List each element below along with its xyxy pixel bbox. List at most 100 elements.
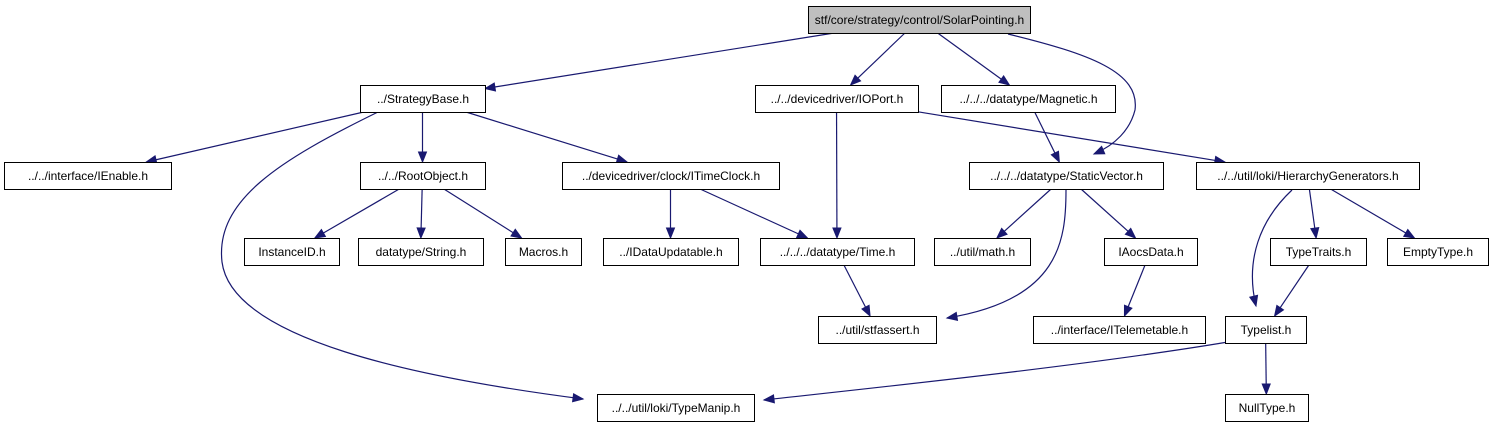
node-label: ../../util/loki/HierarchyGenerators.h (1217, 169, 1398, 183)
node-label: ../IDataUpdatable.h (619, 245, 722, 259)
edge-line (1080, 188, 1130, 233)
node-box (1104, 238, 1198, 266)
edge-line (937, 32, 1003, 81)
node-string[interactable]: datatype/String.h (358, 238, 484, 266)
node-label: Macros.h (519, 245, 568, 259)
edge-rootobject-to-instanceid (313, 188, 400, 239)
node-typetraits[interactable]: TypeTraits.h (1270, 238, 1367, 266)
node-itelemetable[interactable]: ../interface/ITelemetable.h (1033, 316, 1206, 344)
node-ienable[interactable]: ../../interface/IEnable.h (4, 162, 172, 190)
node-box (1387, 238, 1489, 266)
node-ioport[interactable]: ../../devicedriver/IOPort.h (755, 85, 919, 113)
node-label: TypeTraits.h (1286, 245, 1352, 259)
node-label: ../../../datatype/StaticVector.h (990, 169, 1143, 183)
edge-line (443, 188, 515, 234)
node-iaocsdata[interactable]: IAocsData.h (1104, 238, 1198, 266)
node-box (505, 238, 582, 266)
node-idataupdatable[interactable]: ../IDataUpdatable.h (603, 238, 739, 266)
edge-itimeclock-to-idataupdatable (665, 189, 676, 240)
arrowhead (1402, 228, 1416, 239)
edge-ioport-to-time (832, 111, 842, 240)
arrowhead (1123, 304, 1133, 318)
node-box (1225, 394, 1309, 422)
node-typemanip[interactable]: ../../util/loki/TypeManip.h (597, 394, 755, 422)
edge-staticvector-to-math (995, 188, 1052, 239)
arrowhead (849, 74, 862, 86)
edge-solarpointing-to-staticvector (1007, 33, 1136, 155)
node-itimeclock[interactable]: ../devicedriver/clock/ITimeClock.h (562, 162, 780, 190)
node-label: ../../RootObject.h (378, 169, 468, 183)
node-staticvector[interactable]: ../../../datatype/StaticVector.h (969, 162, 1164, 190)
arrowhead (1310, 226, 1320, 240)
node-solarpointing[interactable]: stf/core/strategy/control/SolarPointing.… (808, 6, 1031, 34)
node-nulltype[interactable]: NullType.h (1225, 394, 1309, 422)
node-box (597, 394, 755, 422)
node-typelist[interactable]: Typelist.h (1225, 316, 1307, 344)
edge-rootobject-to-macros (443, 188, 523, 239)
edge-strategybase-to-typemanip (220, 111, 585, 403)
arrowhead (1273, 304, 1285, 318)
node-label: ../../interface/IEnable.h (28, 169, 148, 183)
node-stfassert[interactable]: ../util/stfassert.h (818, 316, 937, 344)
edge-line (1127, 264, 1146, 308)
edge-iaocsdata-to-itelemetable (1123, 264, 1146, 318)
edge-solarpointing-to-magnetic (937, 32, 1011, 86)
edge-staticvector-to-stfassert (945, 189, 1067, 322)
node-box (4, 162, 172, 190)
node-math[interactable]: ../util/math.h (934, 238, 1031, 266)
arrowhead (762, 394, 775, 404)
node-box (760, 238, 915, 266)
node-rootobject[interactable]: ../../RootObject.h (360, 162, 486, 190)
node-box (358, 238, 484, 266)
node-magnetic[interactable]: ../../../datatype/Magnetic.h (941, 85, 1116, 113)
node-box (1033, 316, 1206, 344)
node-label: ../util/stfassert.h (835, 323, 919, 337)
arrowhead (510, 228, 523, 239)
edge-line (1251, 189, 1293, 307)
node-instanceid[interactable]: InstanceID.h (244, 238, 340, 266)
node-time[interactable]: ../../../datatype/Time.h (760, 238, 915, 266)
edge-line (420, 188, 423, 230)
node-strategybase[interactable]: ../StrategyBase.h (360, 85, 486, 113)
edge-hierarchy-to-typetraits (1308, 188, 1320, 240)
edge-line (1330, 188, 1407, 234)
node-macros[interactable]: Macros.h (505, 238, 582, 266)
node-label: ../../util/loki/TypeManip.h (612, 401, 741, 415)
edge-hierarchy-to-emptytype (1330, 188, 1416, 239)
edge-itimeclock-to-time (699, 188, 809, 239)
edge-line (1003, 188, 1052, 233)
node-box (360, 85, 486, 113)
edge-strategybase-to-ienable (144, 111, 364, 165)
node-label: stf/core/strategy/control/SolarPointing.… (815, 13, 1024, 27)
arrowhead (1261, 383, 1271, 396)
edge-line (1034, 111, 1056, 155)
edge-typelist-to-nulltype (1261, 342, 1271, 396)
node-hierarchy[interactable]: ../../util/loki/HierarchyGenerators.h (1196, 162, 1420, 190)
edge-time-to-stfassert (843, 264, 871, 318)
edge-ioport-to-hierarchy (917, 111, 1227, 165)
edge-hierarchy-to-typelist (1248, 189, 1293, 308)
edge-typelist-to-typemanip (762, 341, 1229, 404)
edge-line (1265, 342, 1267, 386)
node-label: InstanceID.h (258, 245, 325, 259)
edge-rootobject-to-string (416, 188, 426, 240)
node-label: ../../../datatype/Magnetic.h (959, 92, 1097, 106)
node-box (1270, 238, 1367, 266)
arrowhead (1124, 227, 1137, 239)
edge-line (154, 111, 364, 161)
arrowhead (995, 227, 1008, 239)
arrowhead (1050, 150, 1060, 164)
node-label: datatype/String.h (376, 245, 467, 259)
node-box (941, 85, 1116, 113)
arrowhead (795, 229, 809, 239)
edge-solarpointing-to-strategybase (483, 32, 835, 92)
arrowhead (1248, 294, 1259, 308)
arrowhead (416, 227, 426, 240)
arrowhead (665, 227, 676, 240)
edge-line (843, 264, 867, 309)
node-label: ../devicedriver/clock/ITimeClock.h (582, 169, 760, 183)
node-box (808, 6, 1031, 34)
node-label: IAocsData.h (1118, 245, 1183, 259)
arrowhead (483, 82, 497, 92)
node-emptytype[interactable]: EmptyType.h (1387, 238, 1489, 266)
